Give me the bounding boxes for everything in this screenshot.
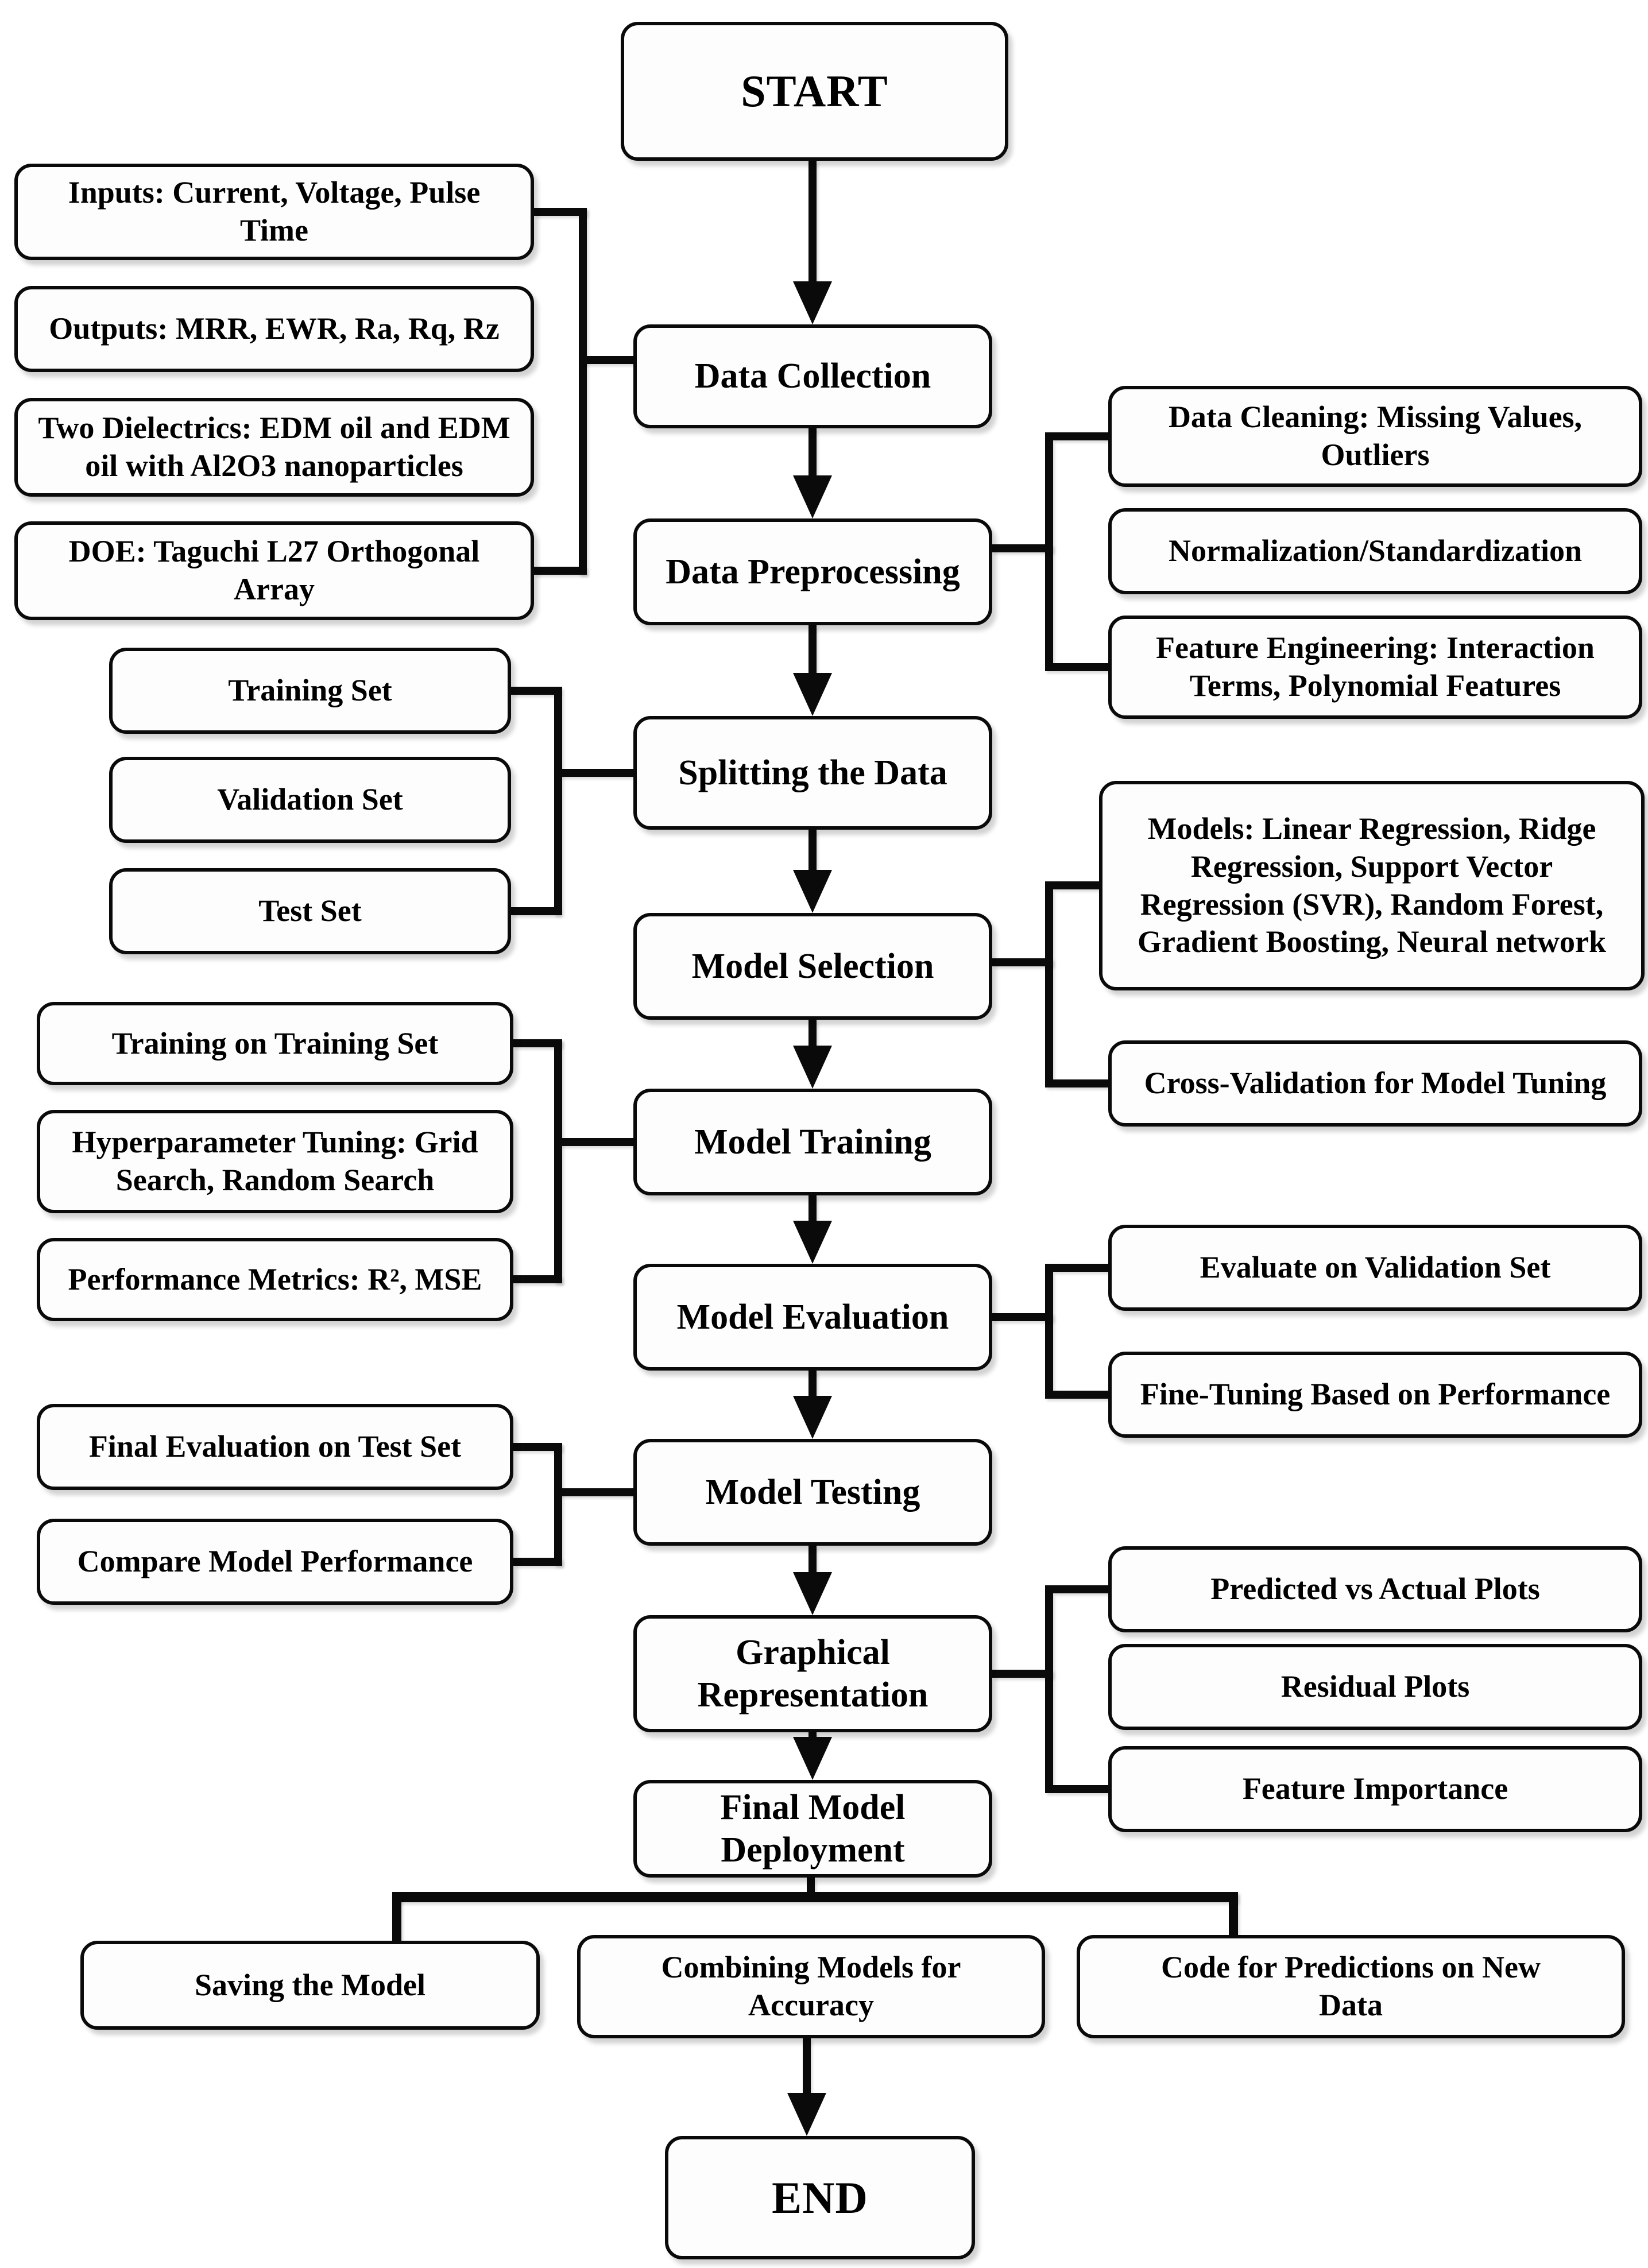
connector-model-testing-bracket (513, 1443, 562, 1451)
connector-model-training-bracket (513, 1275, 562, 1283)
connector-graphical-to-details (992, 1670, 1053, 1678)
connector-inputs-bracket (534, 208, 587, 216)
connector-deployment-right-elbow (1229, 1892, 1238, 1935)
arrow-splitting-to-model-selection (808, 830, 817, 874)
arrow-start-to-data-collection (808, 161, 817, 284)
connector-model-training-to-details (560, 1138, 633, 1146)
connector-model-training-bracket (554, 1039, 562, 1283)
connector-preprocessing-bracket (1053, 663, 1108, 671)
detail-box-predicted-vs-actual: Predicted vs Actual Plots (1108, 1546, 1642, 1632)
detail-box-compare-models: Compare Model Performance (37, 1519, 513, 1605)
arrow-down-head-icon (787, 2093, 826, 2136)
arrow-evaluation-to-testing (808, 1371, 817, 1400)
arrow-down-head-icon (793, 281, 832, 324)
connector-model-testing-to-details (560, 1488, 633, 1496)
connector-graphical-bracket (1053, 1585, 1108, 1593)
detail-box-doe: DOE: Taguchi L27 Orthogonal Array (14, 521, 534, 620)
connector-inputs-bracket (579, 208, 587, 575)
arrow-model-selection-to-training (808, 1020, 817, 1050)
connector-deployment-left-elbow (392, 1892, 401, 1941)
node-model-evaluation: Model Evaluation (633, 1264, 992, 1371)
arrow-down-head-icon (793, 1396, 832, 1439)
connector-model-selection-to-details (992, 958, 1053, 966)
arrow-down-head-icon (793, 1046, 832, 1089)
node-splitting-the-data: Splitting the Data (633, 716, 992, 830)
arrow-down-head-icon (793, 1572, 832, 1615)
connector-deployment-distribution (392, 1892, 1238, 1902)
connector-model-evaluation-bracket (1045, 1264, 1053, 1399)
node-end: END (665, 2136, 975, 2259)
node-start: START (621, 22, 1008, 161)
detail-box-outputs: Outputs: MRR, EWR, Ra, Rq, Rz (14, 286, 534, 372)
detail-box-fine-tuning: Fine-Tuning Based on Performance (1108, 1352, 1642, 1438)
detail-box-performance-metrics: Performance Metrics: R², MSE (37, 1238, 513, 1321)
detail-box-saving-model: Saving the Model (80, 1941, 540, 2030)
detail-box-test-set: Test Set (109, 868, 511, 954)
arrow-down-head-icon (793, 475, 832, 518)
detail-box-hyperparameter-tuning: Hyperparameter Tuning: Grid Search, Rand… (37, 1110, 513, 1213)
connector-model-evaluation-bracket (1053, 1264, 1108, 1272)
connector-splits-bracket (554, 687, 562, 915)
connector-model-testing-bracket (554, 1443, 562, 1566)
connector-model-testing-bracket (513, 1558, 562, 1566)
connector-preprocessing-bracket (1053, 432, 1108, 440)
connector-splits-bracket (511, 907, 560, 915)
node-data-collection: Data Collection (633, 324, 992, 428)
arrow-down-head-icon (793, 673, 832, 716)
arrow-testing-to-graphical (808, 1546, 817, 1577)
arrow-down-head-icon (793, 1737, 832, 1780)
detail-box-two-dielectrics: Two Dielectrics: EDM oil and EDM oil wit… (14, 398, 534, 497)
detail-box-residual-plots: Residual Plots (1108, 1644, 1642, 1730)
arrow-preprocessing-to-splitting (808, 625, 817, 680)
connector-preprocessing-to-details (992, 544, 1053, 552)
detail-box-normalization: Normalization/Standardization (1108, 508, 1642, 594)
detail-box-final-evaluation: Final Evaluation on Test Set (37, 1404, 513, 1490)
connector-model-training-bracket (513, 1039, 562, 1047)
detail-box-training-set: Training Set (109, 648, 511, 734)
connector-splits-bracket (511, 687, 560, 695)
node-model-testing: Model Testing (633, 1439, 992, 1546)
connector-model-selection-bracket (1053, 1079, 1108, 1087)
node-model-selection: Model Selection (633, 913, 992, 1020)
connector-model-selection-bracket (1045, 881, 1053, 1087)
node-model-training: Model Training (633, 1089, 992, 1195)
detail-box-evaluate-validation: Evaluate on Validation Set (1108, 1225, 1642, 1311)
detail-box-code-predictions: Code for Predictions on New Data (1077, 1935, 1625, 2038)
detail-box-models-list: Models: Linear Regression, Ridge Regress… (1099, 781, 1645, 990)
detail-box-feature-importance: Feature Importance (1108, 1746, 1642, 1832)
node-graphical-representation: Graphical Representation (633, 1615, 992, 1732)
node-final-model-deployment: Final Model Deployment (633, 1780, 992, 1878)
connector-model-evaluation-to-details (992, 1313, 1053, 1321)
detail-box-cross-validation: Cross-Validation for Model Tuning (1108, 1040, 1642, 1127)
node-data-preprocessing: Data Preprocessing (633, 518, 992, 625)
detail-box-data-cleaning: Data Cleaning: Missing Values, Outliers (1108, 386, 1642, 487)
arrow-data-collection-to-preprocessing (808, 428, 817, 480)
detail-box-inputs: Inputs: Current, Voltage, Pulse Time (14, 164, 534, 260)
detail-box-combining-models: Combining Models for Accuracy (577, 1935, 1045, 2038)
connector-inputs-bracket (534, 567, 587, 575)
arrow-training-to-evaluation (808, 1195, 817, 1225)
connector-model-selection-bracket (1053, 881, 1099, 889)
detail-box-training-on-training-set: Training on Training Set (37, 1002, 513, 1085)
arrow-down-head-icon (793, 1221, 832, 1264)
connector-graphical-bracket (1053, 1785, 1108, 1793)
detail-box-feature-engineering: Feature Engineering: Interaction Terms, … (1108, 616, 1642, 719)
connector-deployment-stub (807, 1878, 815, 1895)
connector-model-evaluation-bracket (1053, 1391, 1108, 1399)
detail-box-validation-set: Validation Set (109, 757, 511, 843)
connector-graphical-bracket (1045, 1585, 1053, 1793)
arrow-down-head-icon (793, 870, 832, 913)
connector-splits-to-splitting (560, 769, 633, 777)
arrow-combining-to-end (803, 2038, 811, 2096)
connector-inputs-to-data-collection (580, 356, 633, 364)
